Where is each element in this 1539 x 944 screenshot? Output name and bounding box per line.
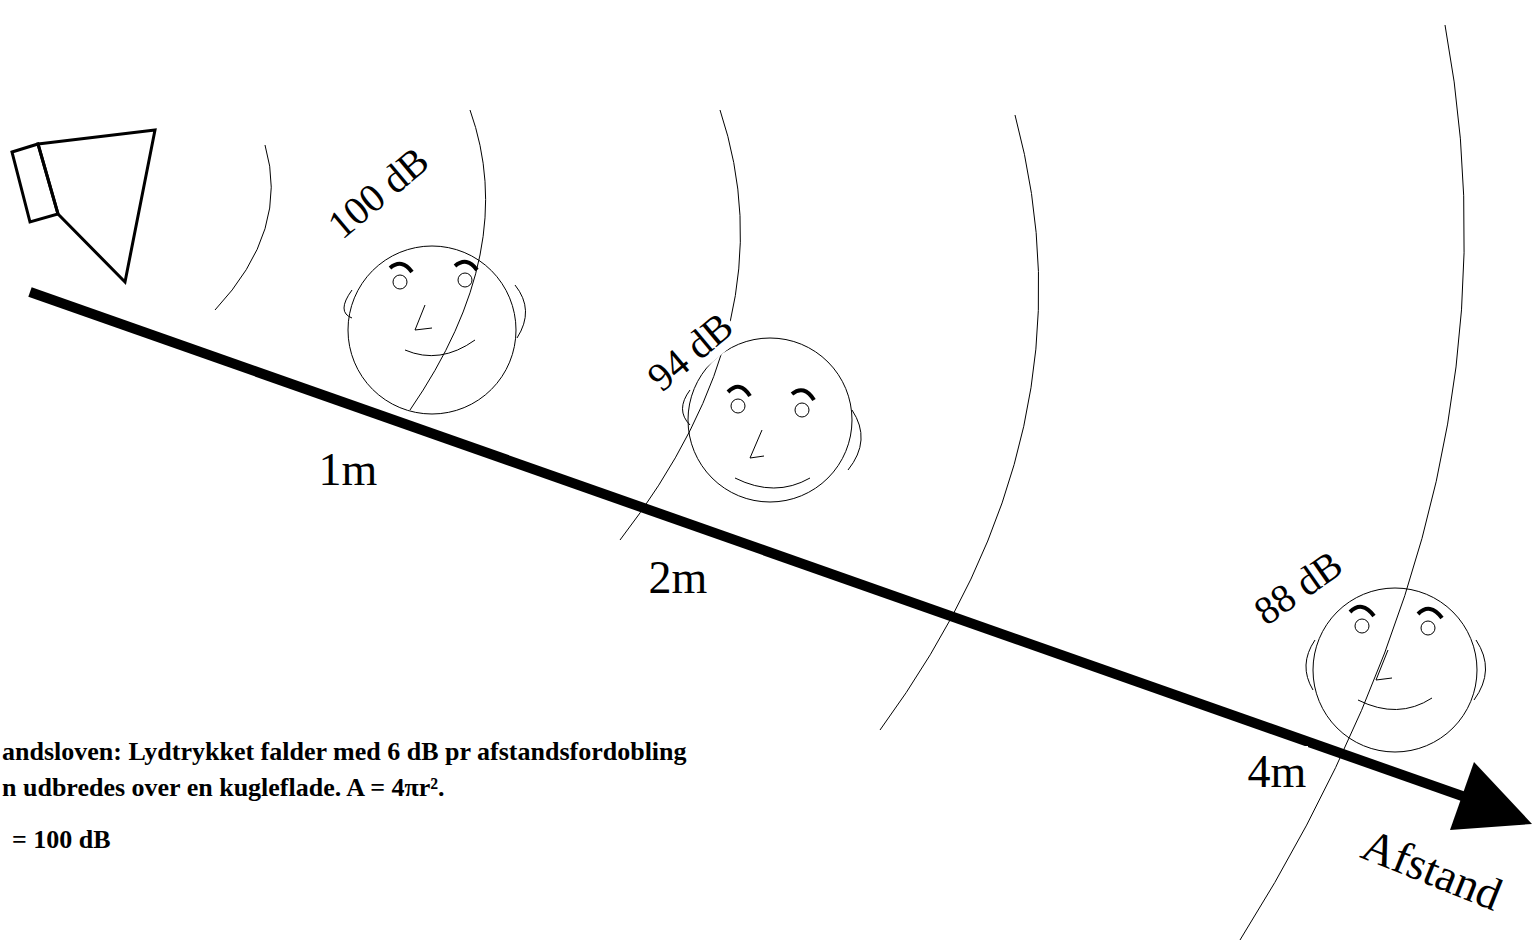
wavefront xyxy=(215,145,271,310)
listener-face xyxy=(1306,588,1486,752)
axis-title-text: Afstand xyxy=(1353,818,1511,921)
axis-arrowhead xyxy=(1450,762,1532,830)
distance-mark-text: 2m xyxy=(647,552,710,603)
distance-mark: 4m xyxy=(1246,747,1309,798)
law-note-text: n udbredes over en kugleflade. A = 4πr². xyxy=(0,773,447,802)
sound-level-text: 100 dB xyxy=(317,137,438,249)
distance-mark-text: 4m xyxy=(1246,746,1309,797)
listener-face xyxy=(344,246,526,414)
law-note: andsloven: Lydtrykket falder med 6 dB pr… xyxy=(0,738,689,767)
wavefront xyxy=(1240,25,1464,940)
distance-axis xyxy=(30,292,1465,797)
distance-mark: 2m xyxy=(647,553,710,604)
sound-level-text: 94 dB xyxy=(637,302,743,401)
sound-level: 94 dB xyxy=(637,303,742,401)
sound-level-text: 88 dB xyxy=(1244,540,1352,635)
sound-level: 100 dB xyxy=(318,137,439,248)
law-note: n udbredes over en kugleflade. A = 4πr². xyxy=(0,774,447,803)
distance-mark: 1m xyxy=(317,445,380,496)
distance-mark-text: 1m xyxy=(317,444,380,495)
sound-level: 88 dB xyxy=(1244,541,1352,635)
axis-title: Afstand xyxy=(1353,819,1511,922)
loudspeaker-symbol xyxy=(12,130,155,282)
level-note-text: = 100 dB xyxy=(10,825,113,854)
level-note: = 100 dB xyxy=(10,826,113,855)
law-note-text: andsloven: Lydtrykket falder med 6 dB pr… xyxy=(0,737,689,766)
